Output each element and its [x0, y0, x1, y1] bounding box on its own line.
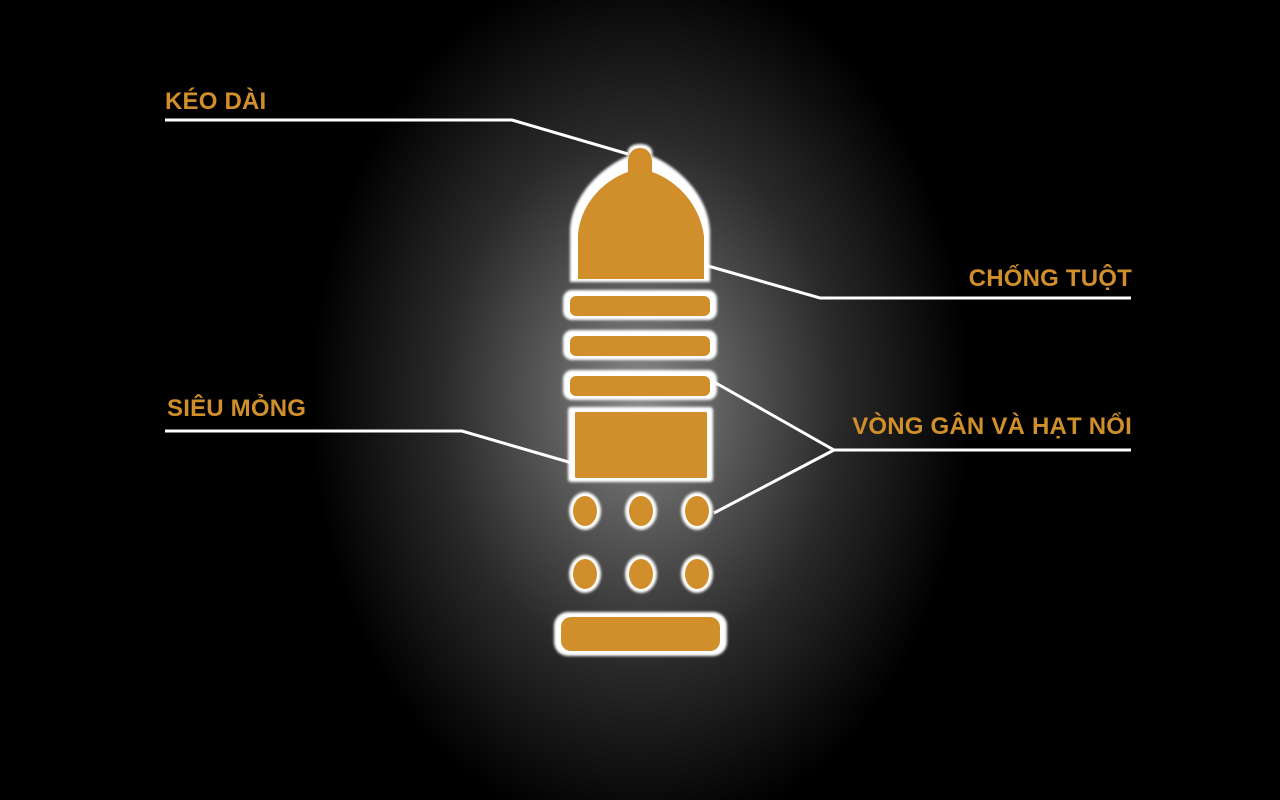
label-vong-gan-va-hat-noi: VÒNG GÂN VÀ HẠT NỔI	[852, 413, 1132, 440]
base-ring	[561, 617, 720, 651]
reservoir-tip	[578, 148, 704, 279]
dot-bump	[629, 559, 653, 589]
leader-line-keo-dai	[165, 118, 629, 156]
rib-ring-3	[570, 376, 710, 396]
leader-lines	[165, 118, 1131, 515]
label-keo-dai: KÉO DÀI	[165, 88, 267, 115]
dot-bump	[573, 559, 597, 589]
leader-line-sieu-mong	[165, 429, 573, 465]
leader-line-chong-tuot	[707, 264, 1131, 300]
thin-body-section	[575, 412, 707, 478]
leader-line-vong-gan-dots	[713, 448, 835, 515]
dot-bump	[685, 559, 709, 589]
rib-ring-2	[570, 336, 710, 356]
label-chong-tuot: CHỐNG TUỘT	[968, 265, 1132, 292]
dot-bump	[685, 496, 709, 526]
product-shape	[561, 148, 720, 651]
label-sieu-mong: SIÊU MỎNG	[167, 395, 307, 422]
dot-bump	[573, 496, 597, 526]
dot-bump	[629, 496, 653, 526]
rib-ring-1	[570, 296, 710, 316]
